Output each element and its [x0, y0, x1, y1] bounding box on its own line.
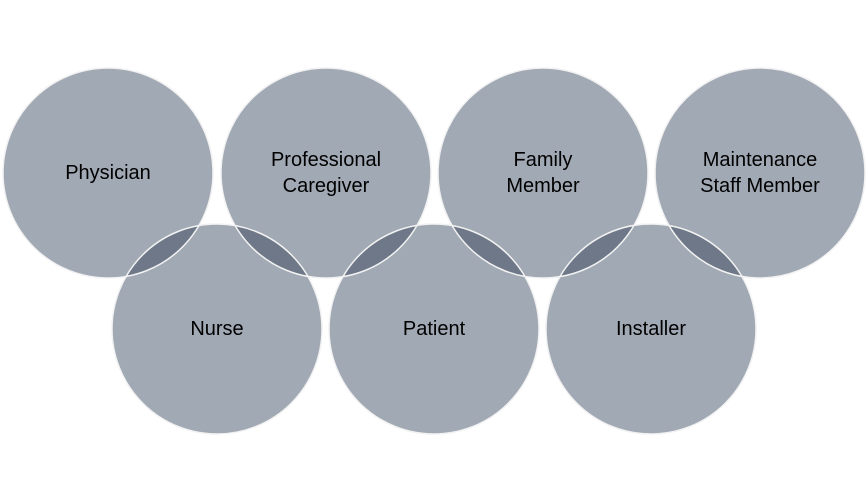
circle-outline	[328, 223, 540, 435]
label-line: Patient	[403, 318, 466, 340]
circle-family-member	[438, 68, 648, 278]
circle-patient	[329, 224, 539, 434]
label-line: Maintenance	[703, 149, 818, 171]
circle-outline	[545, 223, 757, 435]
label-patient: Patient	[403, 318, 466, 340]
label-installer: Installer	[616, 318, 686, 340]
label-line: Staff Member	[700, 175, 820, 197]
circle-installer	[546, 224, 756, 434]
circle-outline	[220, 67, 432, 279]
circle-outline	[437, 67, 649, 279]
label-line: Physician	[65, 162, 151, 184]
circle-professional-caregiver	[221, 68, 431, 278]
label-line: Family	[514, 149, 573, 171]
label-line: Installer	[616, 318, 686, 340]
label-physician: Physician	[65, 162, 151, 184]
label-line: Caregiver	[283, 175, 370, 197]
circle-outline	[654, 67, 866, 279]
label-line: Member	[506, 175, 580, 197]
circle-outline	[111, 223, 323, 435]
label-line: Nurse	[190, 318, 243, 340]
circle-nurse	[112, 224, 322, 434]
label-line: Professional	[271, 149, 381, 171]
circle-outline	[2, 67, 214, 279]
label-nurse: Nurse	[190, 318, 243, 340]
circle-physician	[3, 68, 213, 278]
circle-maintenance-staff-member	[655, 68, 865, 278]
